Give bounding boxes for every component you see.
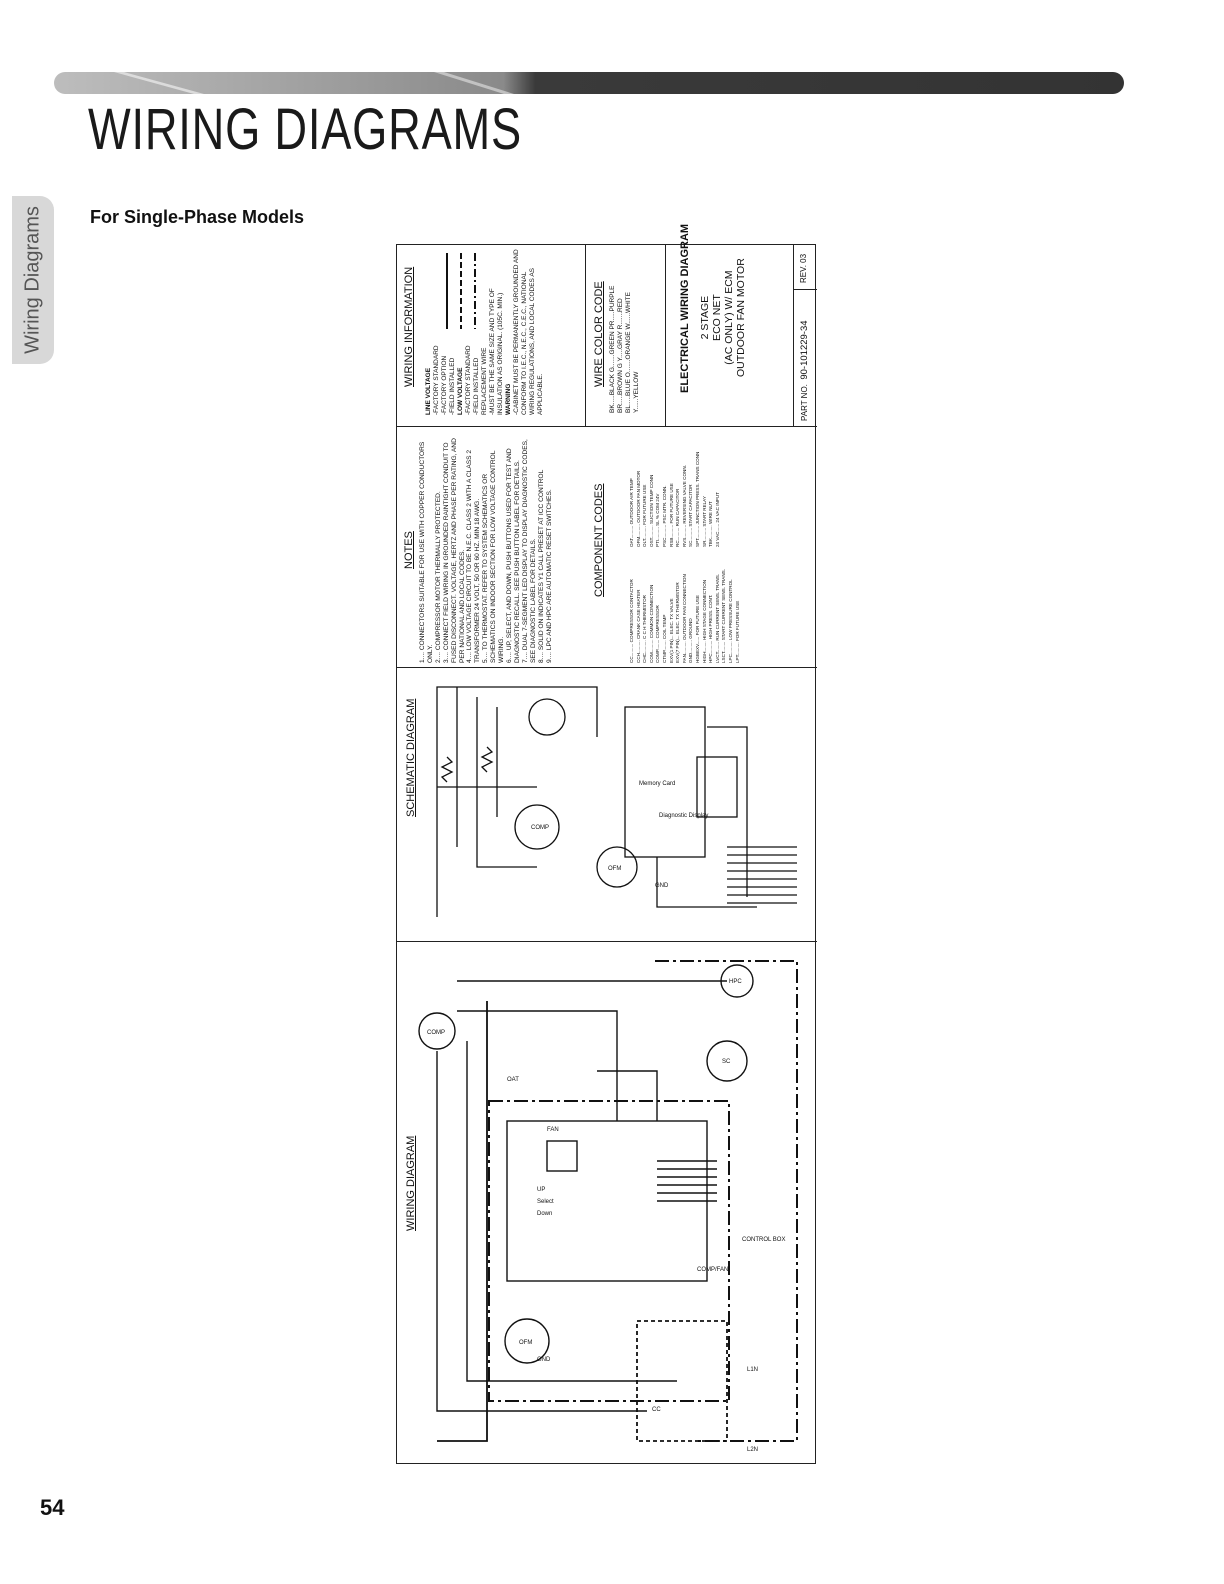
info-panel: WIRING INFORMATION LINE VOLTAGE -FACTORY…: [397, 224, 817, 427]
title-block-lines: 2 STAGE ECO NET (AC ONLY) W/ ECM OUTDOOR…: [699, 258, 747, 377]
wire-color-list: BK.....BLACK G.......GREEN PR.....PURPLE…: [609, 285, 640, 413]
wiring-ofm-label: OFM: [519, 1340, 532, 1346]
page-number: 54: [40, 1495, 65, 1520]
comp-label: COMP: [531, 825, 549, 831]
control-box-label: CONTROL BOX: [742, 1237, 785, 1243]
wiring-gnd-label: GND: [537, 1357, 551, 1363]
wiring-select-label: Select: [537, 1199, 554, 1205]
l2n-label: L2N: [747, 1447, 758, 1453]
hpc-label: HPC: [729, 979, 742, 985]
notes-heading: NOTES: [403, 531, 415, 569]
wiring-diagram-sheet: WIRING INFORMATION LINE VOLTAGE -FACTORY…: [396, 224, 817, 1465]
schematic-panel: SCHEMATIC DIAGRAM: [397, 667, 817, 942]
page-subtitle: For Single-Phase Models: [90, 207, 305, 227]
wiring-panel: WIRING DIAGRAM: [397, 941, 817, 1465]
wiring-down-label: Down: [537, 1211, 552, 1217]
title-block-title: ELECTRICAL WIRING DIAGRAM: [679, 223, 691, 393]
oat-label: OAT: [507, 1077, 519, 1083]
wiring-drawing: COMP OFM SC HPC OAT CC CONTROL BOX L1N L…: [418, 960, 798, 1453]
diagnostic-display-label: Diagnostic Display: [659, 813, 708, 819]
component-codes-right: OAT.......... OUTDOOR AIR TEMP OFM......…: [629, 451, 720, 547]
component-codes-heading: COMPONENT CODES: [593, 483, 605, 597]
sc-label: SC: [722, 1059, 731, 1065]
wiring-info-heading: WIRING INFORMATION: [403, 266, 415, 387]
revision: REV. 03: [799, 253, 808, 283]
wiring-comp-label: COMP: [427, 1030, 445, 1036]
component-codes-left: CC.......... COMPRESSOR CONTACTOR CCH...…: [629, 568, 740, 663]
side-tab-label: Wiring Diagrams: [21, 206, 44, 354]
schematic-drawing: COMP OFM Memory Card Diagnostic Display …: [436, 686, 797, 917]
notes-list: 1.... CONNECTORS SUITABLE FOR USE WITH C…: [419, 438, 553, 663]
page-title: WIRING DIAGRAMS: [88, 97, 522, 162]
line-style-legend: [446, 253, 476, 329]
memory-card-label: Memory Card: [639, 781, 675, 787]
schematic-gnd-label: GND: [655, 883, 669, 889]
header-bar: [54, 72, 1124, 94]
wiring-up-label: UP: [537, 1187, 545, 1193]
fan-label: FAN: [547, 1127, 559, 1133]
notes-panel: NOTES 1.... CONNECTORS SUITABLE FOR USE …: [397, 427, 817, 668]
comp-fan-label: COMP/FAN: [697, 1267, 728, 1273]
part-number: PART NO. 90-101229-34: [799, 320, 810, 421]
side-tab: [12, 196, 54, 364]
l1n-label: L1N: [747, 1367, 758, 1373]
wire-color-heading: WIRE COLOR CODE: [593, 281, 605, 387]
ofm-label: OFM: [608, 866, 621, 872]
cc-label: CC: [652, 1407, 661, 1413]
